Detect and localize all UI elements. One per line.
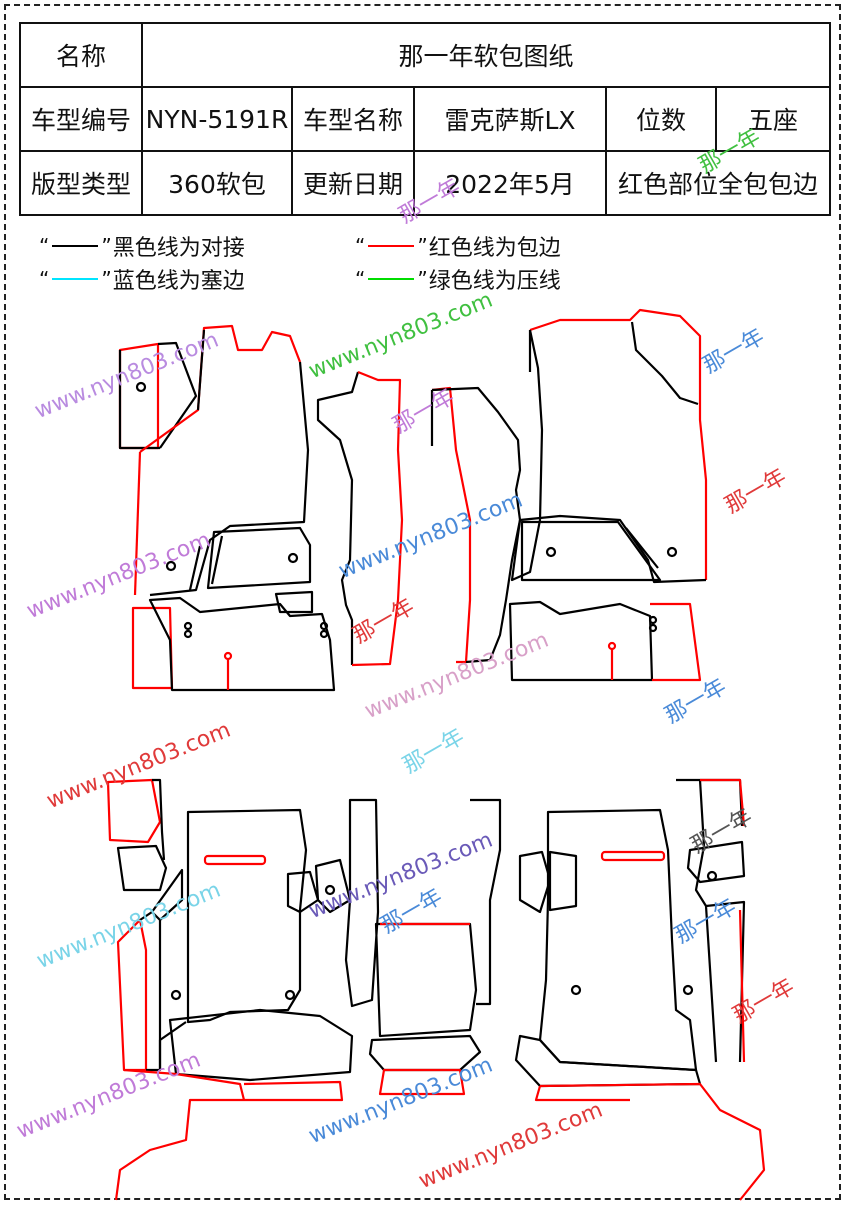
pattern-hole [284,989,296,1001]
legend-quote-open: “ [39,234,50,258]
pattern-piece-rear-right-cover [518,850,578,914]
name-value: 那一年软包图纸 [140,22,832,88]
pattern-piece-rear-right-arch-red [534,1082,766,1201]
pattern-piece-center-left-strip-red [351,370,404,667]
legend-blue: “ ” 蓝色线为塞边 [38,263,245,295]
pattern-hole [135,381,147,393]
pattern-hole [545,546,557,558]
model-name-label: 车型名称 [291,86,415,152]
pattern-hole [570,984,582,996]
pattern-hole [183,629,193,639]
pattern-hole [706,870,718,882]
seats-label: 位数 [605,86,717,152]
pattern-front-left-group [118,324,404,692]
spec-row-name: 名称 那一年软包图纸 [19,22,832,88]
pattern-piece-rear-left-pillar-black [116,778,168,892]
pattern-piece-rear-left-main [158,808,308,1070]
pattern-piece-front-left-foot [131,606,174,690]
pattern-piece-front-left-tunnel [188,526,312,591]
pattern-piece-rear-left-pillar [106,778,162,844]
pattern-hole [319,629,329,639]
pattern-piece-front-left-main-edge [133,451,142,596]
pattern-slot [600,850,666,862]
pattern-piece-rear-left-long [116,918,148,1072]
legend-quote-close: ” [101,267,112,291]
pattern-piece-rear-left-cover [286,858,352,914]
legend-line-red [368,245,415,247]
pattern-hole [170,989,182,1001]
legend-line-green [368,278,415,280]
legend-text-black: 黑色线为对接 [112,236,245,261]
name-label: 名称 [19,22,143,88]
pattern-type-value: 360软包 [141,150,293,216]
pattern-piece-front-right-foot [508,600,654,682]
model-name-value: 雷克萨斯LX [413,86,607,152]
legend-line-blue [52,278,99,280]
pattern-piece-front-right-tunnel [520,520,662,582]
legend-text-blue: 蓝色线为塞边 [112,269,245,294]
pattern-hole [324,884,336,896]
pattern-piece-front-right-main-black [510,329,707,584]
pattern-hole [666,546,678,558]
pattern-piece-front-right-main [529,308,708,580]
pattern-front-right-group [430,308,708,682]
pattern-hole [648,623,658,633]
model-code-value: NYN-5191R [141,86,293,152]
legend-text-green: 绿色线为压线 [428,269,561,294]
update-date-label: 更新日期 [291,150,415,216]
pattern-slot [203,854,267,866]
legend-quote-close: ” [101,234,112,258]
update-date-value: 2022年5月 [413,150,607,216]
page-border [4,4,841,1200]
pattern-piece-rear-left-long-black [139,868,184,1072]
pattern-hole [165,560,177,572]
pattern-piece-rear-right-arch [514,1034,702,1088]
pattern-piece-rear-right-pillar-red [700,778,746,1063]
legend-black: “ ” 黑色线为对接 [38,230,245,262]
pattern-hole [287,552,299,564]
spec-row-model: 车型编号 NYN-5191R 车型名称 雷克萨斯LX 位数 五座 [19,86,832,152]
pattern-hole [607,641,617,651]
pattern-piece-rear-center-right-strip [470,798,502,1006]
pattern-piece-rear-center-lower-red [378,1068,466,1096]
legend-quote-open: “ [355,234,366,258]
seats-value: 五座 [714,86,832,152]
pattern-piece-rear-right-main [538,808,698,1072]
pattern-piece-front-right-foot-red [650,602,702,682]
spec-row-type: 版型类型 360软包 更新日期 2022年5月 红色部位全包包边 [19,150,832,216]
pattern-type-label: 版型类型 [19,150,143,216]
legend-quote-open: “ [39,267,50,291]
note-value: 红色部位全包包边 [604,150,832,216]
pattern-hole [223,651,233,661]
pattern-hole [648,615,658,625]
pattern-piece-center-left-strip [316,371,360,665]
legend-red: “ ” 红色线为包边 [354,230,561,262]
legend-quote-close: ” [417,267,428,291]
pattern-hole [183,621,193,631]
legend-quote-close: ” [417,234,428,258]
pattern-piece-rear-left-arch-red [114,1068,344,1201]
legend-text-red: 红色线为包边 [428,236,561,261]
model-code-label: 车型编号 [19,86,143,152]
pattern-piece-front-left-black [149,329,310,597]
spec-table: 名称 那一年软包图纸 车型编号 NYN-5191R 车型名称 雷克萨斯LX 位数… [19,22,832,216]
pattern-piece-front-left-foot-black [148,590,336,692]
legend-quote-open: “ [355,267,366,291]
legend-line-black [52,245,99,247]
legend-green: “ ” 绿色线为压线 [354,263,561,295]
pattern-hole [319,621,329,631]
pattern-hole [682,984,694,996]
pattern-piece-front-right-side [630,321,699,406]
pattern-rear-group [106,778,766,1201]
pattern-piece-center-right-strip-black [430,386,522,664]
